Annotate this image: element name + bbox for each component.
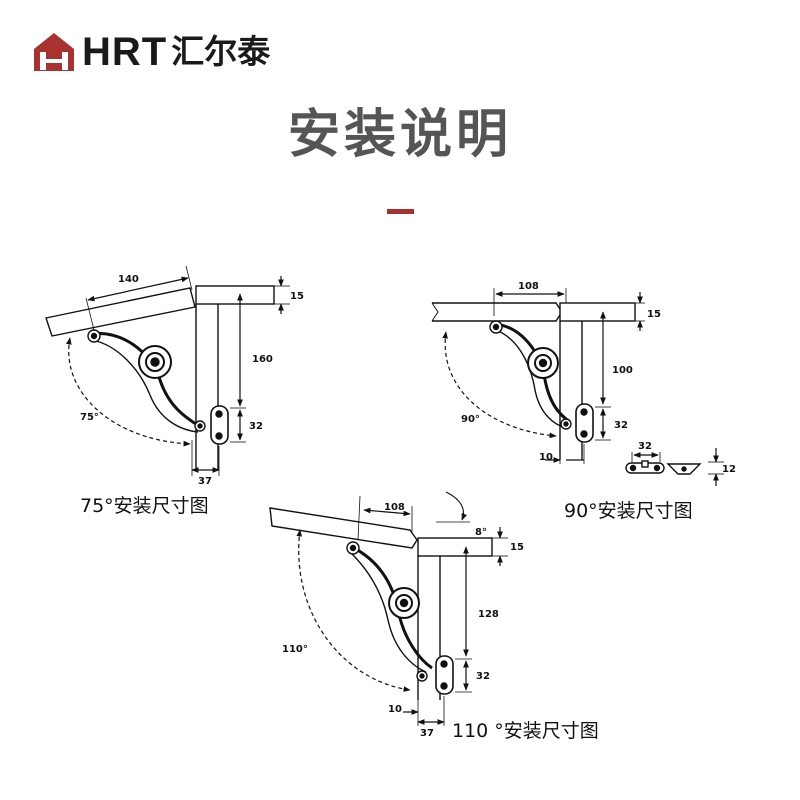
mount-plate-75 (210, 405, 229, 445)
dim-110-tilt: 8° (475, 527, 487, 538)
brand-logo: HRT 汇尔泰 (32, 28, 270, 76)
dim-110-bottom: 37 (420, 728, 434, 739)
angle-90-label: 90° (461, 414, 480, 425)
dim-90-bottom: 10 (539, 452, 553, 463)
dim-110-height: 128 (478, 609, 499, 620)
diagram-110-degree (269, 491, 508, 726)
dim-75-plate: 32 (249, 421, 263, 432)
title-accent-rule (387, 209, 414, 214)
dim-75-height: 160 (252, 354, 273, 365)
angle-75-label: 75° (80, 412, 99, 423)
dim-75-bottom: 37 (198, 476, 212, 487)
brand-name-chinese: 汇尔泰 (171, 32, 271, 71)
dim-90-part-height: 12 (722, 464, 736, 475)
diagram-75-degree (45, 265, 290, 476)
caption-90: 90°安装尺寸图 (564, 500, 693, 522)
cabinet-top-90 (559, 302, 636, 322)
dim-110-plate: 32 (476, 671, 490, 682)
lid-panel-110 (269, 507, 418, 549)
cabinet-top-110 (417, 537, 493, 557)
dim-90-plate: 32 (614, 420, 628, 431)
mount-plate-110 (435, 655, 454, 695)
angle-110-label: 110° (282, 644, 308, 655)
dim-90-height: 100 (612, 365, 633, 376)
caption-75: 75°安装尺寸图 (80, 495, 209, 517)
dim-110-thickness: 15 (510, 542, 524, 553)
house-h-logo-icon (34, 33, 74, 71)
brand-name-latin: HRT (82, 30, 168, 74)
dim-110-top: 108 (384, 502, 405, 513)
lid-panel-90 (432, 302, 563, 322)
mount-plate-90 (575, 403, 594, 443)
diagram-90-degree (431, 288, 724, 486)
page-title: 安装说明 (287, 105, 512, 165)
lid-panel-75 (45, 287, 196, 337)
caption-110: 110 °安装尺寸图 (452, 720, 599, 742)
dim-110-offset: 10 (388, 704, 402, 715)
dim-75-top: 140 (118, 274, 139, 285)
cabinet-top-75 (195, 285, 275, 305)
dim-75-thickness: 15 (290, 291, 304, 302)
dim-90-thickness: 15 (647, 309, 661, 320)
dim-90-part-width: 32 (638, 441, 652, 452)
dim-90-top: 108 (518, 281, 539, 292)
